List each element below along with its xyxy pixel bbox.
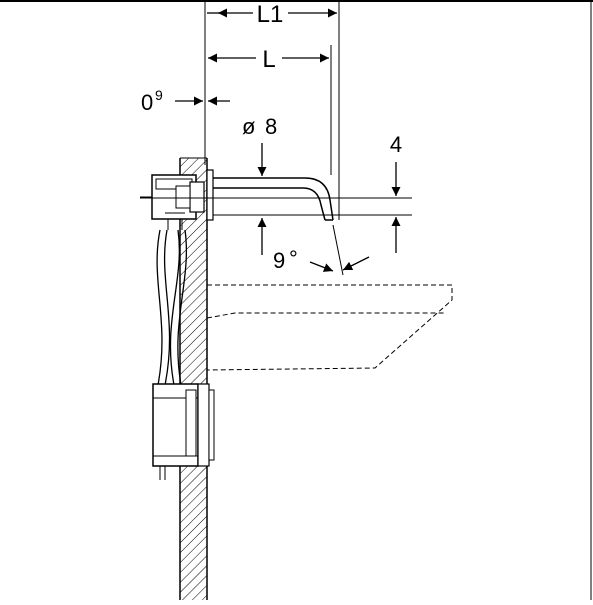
- dimension-l: L: [208, 46, 329, 73]
- faucet-spout: [213, 177, 334, 221]
- label-diameter-value: 8: [265, 114, 277, 139]
- dimension-angle: 9 °: [273, 246, 370, 273]
- label-offset-value: 0: [141, 90, 153, 115]
- label-diameter-symbol: ø: [242, 114, 255, 139]
- dimension-l1: L1: [207, 1, 337, 28]
- label-angle-unit: °: [289, 246, 298, 271]
- label-offset-superscript: 9: [155, 87, 163, 103]
- label-angle-value: 9: [273, 248, 285, 273]
- cover-plate: [206, 169, 214, 221]
- concealed-body: [140, 174, 205, 230]
- wall-section: [179, 157, 208, 600]
- label-l1: L1: [257, 1, 284, 28]
- wash-basin: [206, 284, 453, 371]
- flexible-hoses: [156, 229, 188, 386]
- label-l: L: [262, 46, 275, 73]
- dimension-diameter: ø 8: [242, 114, 277, 255]
- label-height-value: 4: [390, 132, 402, 157]
- dimension-height: 4: [390, 132, 402, 253]
- control-box: [152, 383, 215, 480]
- extension-lines: [140, 0, 412, 276]
- dimension-offset: 0 9: [141, 87, 230, 115]
